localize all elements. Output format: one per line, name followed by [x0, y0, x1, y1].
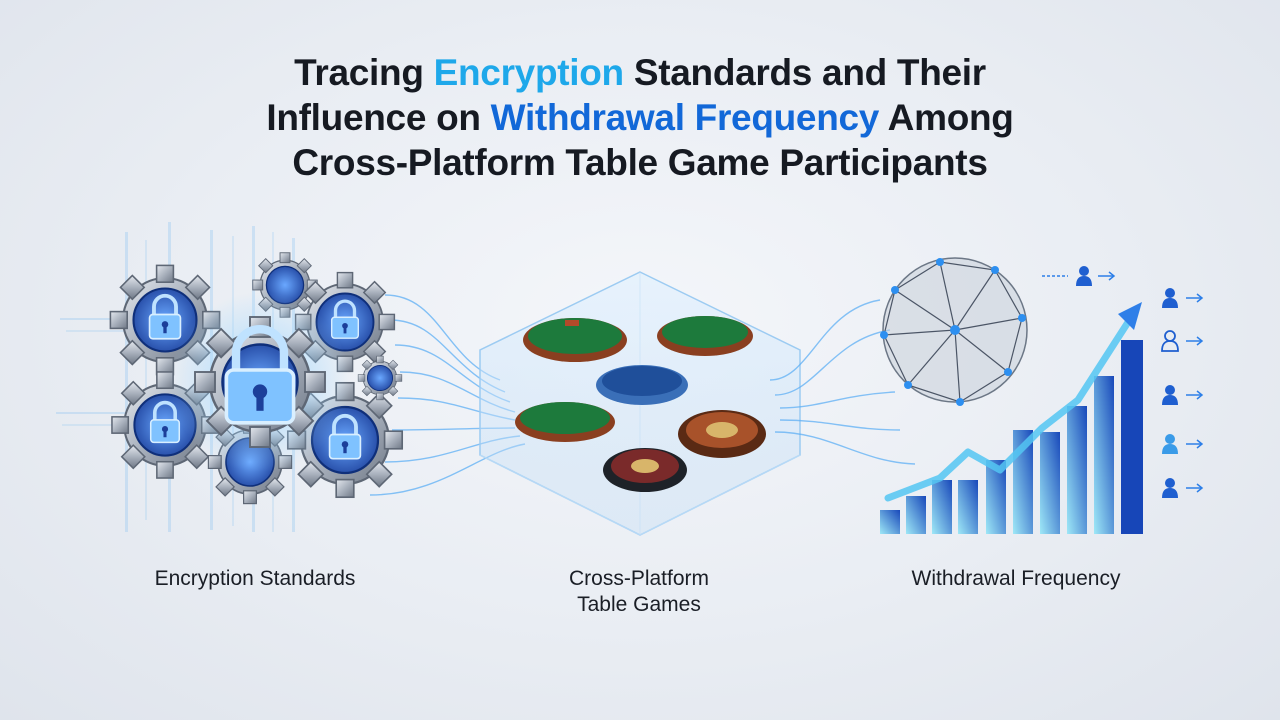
title-highlight-encryption: Encryption: [433, 52, 625, 93]
blackjack-table-icon: [515, 402, 615, 442]
title-text: Standards and Their: [623, 52, 986, 93]
withdrawal-cluster: [880, 257, 1204, 534]
roulette-wheel-icon: [678, 410, 766, 458]
roulette-wheel-icon: [603, 448, 687, 492]
bar: [906, 496, 926, 534]
label-cross-platform-table-games: Cross-Platform Table Games: [489, 566, 789, 618]
title-line-3: Cross-Platform Table Game Participants: [292, 142, 988, 183]
table-games-cluster: [479, 271, 916, 536]
bar: [880, 510, 900, 534]
user-icon: [1162, 478, 1178, 498]
user-icon: [1162, 434, 1178, 454]
title-line-1: Tracing Encryption Standards and Their: [0, 50, 1280, 95]
bar: [1067, 406, 1087, 534]
user-icon: [1161, 330, 1179, 352]
bar: [932, 480, 952, 534]
user-icon: [1162, 288, 1178, 308]
games-to-withdrawal-lines: [769, 299, 916, 465]
poker-table-icon: [596, 365, 688, 405]
label-withdrawal-frequency: Withdrawal Frequency: [911, 567, 1121, 590]
bar: [958, 480, 978, 534]
central-padlock-icon: [170, 292, 350, 472]
title-text: Among: [879, 97, 1014, 138]
blackjack-table-icon: [523, 318, 627, 362]
page-title: Tracing Encryption Standards and Their I…: [0, 50, 1280, 185]
bar: [1094, 376, 1114, 534]
title-highlight-withdrawal: Withdrawal Frequency: [490, 97, 880, 138]
bar: [1040, 432, 1060, 534]
blackjack-table-icon: [657, 316, 753, 356]
frequency-bars: [880, 340, 1143, 534]
user-icon: [1162, 385, 1178, 405]
user-icon: [1076, 266, 1092, 286]
encryption-cluster: [56, 222, 526, 532]
title-text: Influence on: [266, 97, 491, 138]
bar: [986, 460, 1006, 534]
bar: [1121, 340, 1143, 534]
label-line: Table Games: [577, 593, 701, 616]
globe-network-icon: [880, 257, 1028, 406]
gear-icon: [357, 355, 403, 401]
title-line-2: Influence on Withdrawal Frequency Among: [0, 95, 1280, 140]
participant-icons: [1042, 266, 1204, 498]
title-text: Tracing: [294, 52, 434, 93]
label-encryption-standards: Encryption Standards: [154, 567, 356, 590]
trend-arrow-icon: [884, 302, 1142, 502]
label-line: Cross-Platform: [568, 567, 710, 590]
